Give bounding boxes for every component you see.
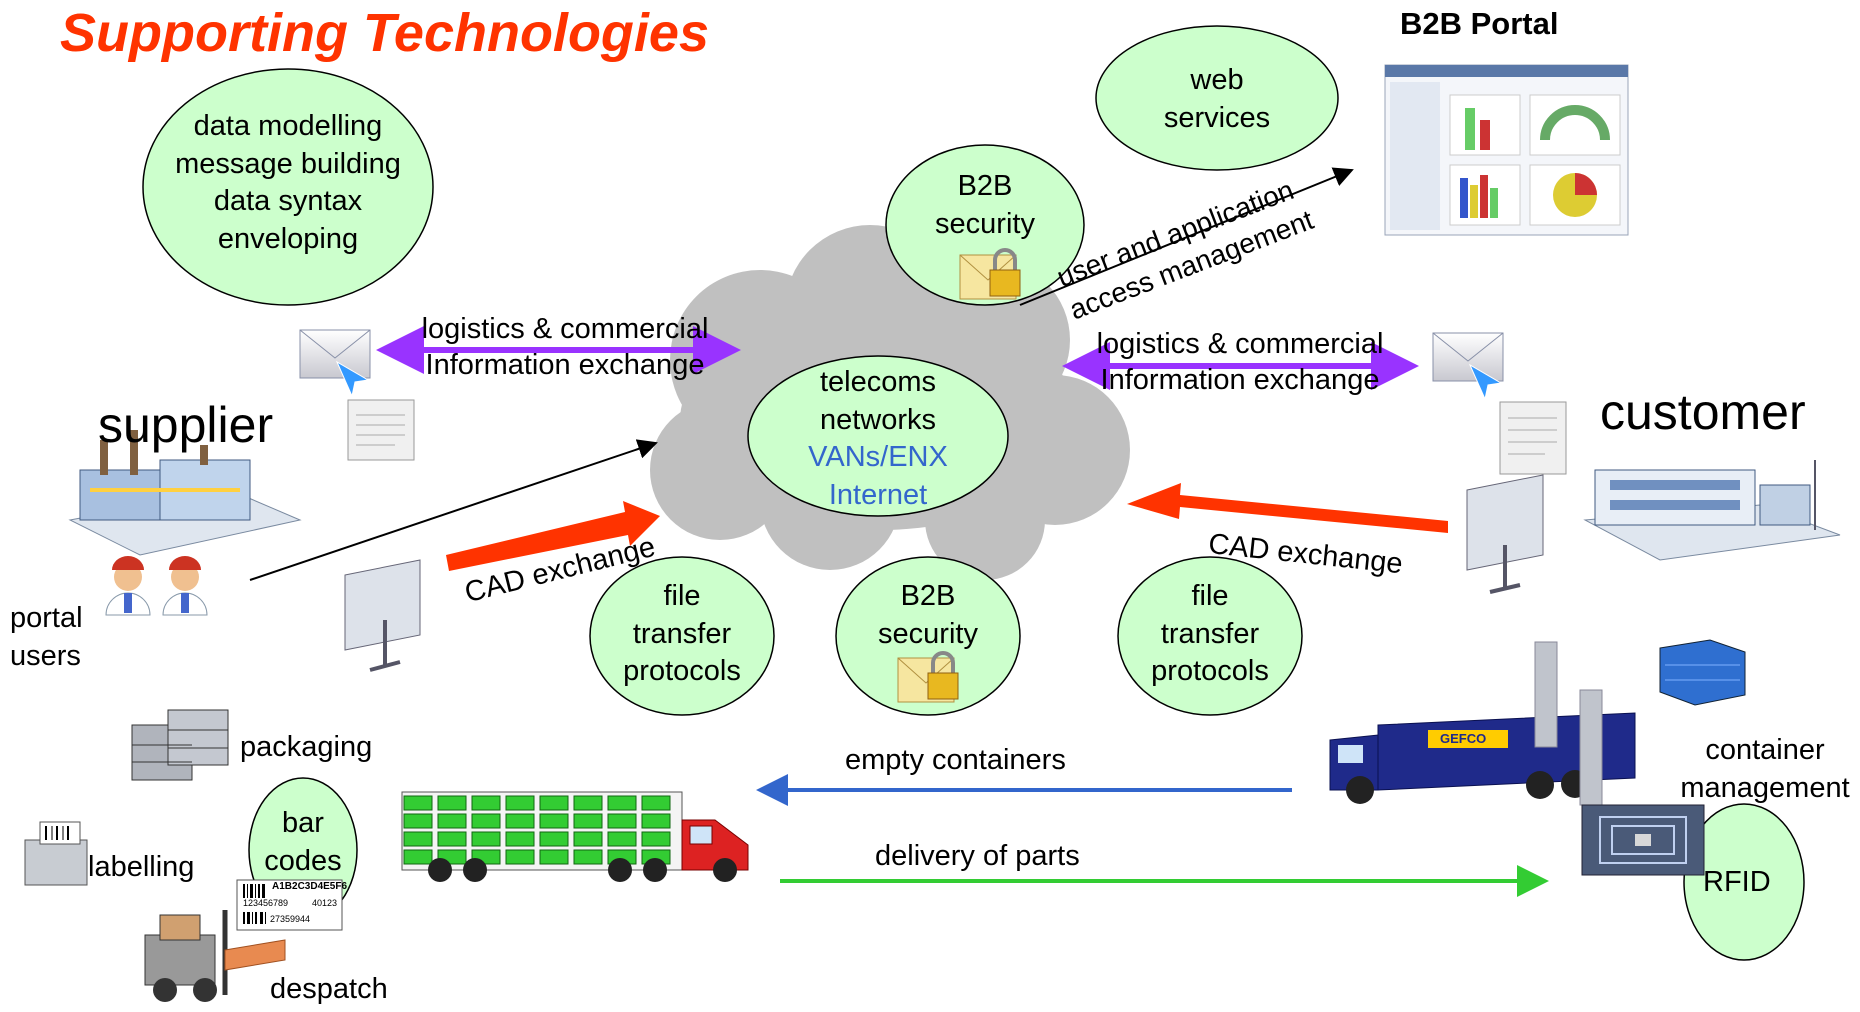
cad-right-arrow — [1127, 483, 1448, 533]
bubble-line: transfer — [1160, 617, 1260, 650]
telecoms-bubble — [747, 355, 1009, 517]
supplier-factory-icon — [68, 430, 302, 556]
barcode-number: 40123 — [312, 898, 338, 908]
portal-screenshot — [1384, 64, 1629, 236]
portal-users-label: portal users — [10, 600, 83, 675]
forklift-icon — [144, 910, 286, 1002]
bubble-line: security — [935, 207, 1035, 240]
bubble-line: transfer — [632, 617, 732, 650]
customer-factory-icon — [1583, 460, 1841, 561]
barcode-number: 27359944 — [270, 914, 311, 924]
bubble-line: protocols — [623, 655, 741, 688]
logistics-right-label: logistics & commercial Information excha… — [1055, 326, 1425, 399]
truck-brand-label: GEFCO — [1440, 731, 1487, 746]
empty-containers-label: empty containers — [845, 744, 1066, 776]
cad-left-arrow — [446, 501, 660, 571]
antenna-dish-icon — [1466, 474, 1544, 594]
telecoms-text: telecoms networks VANs/ENX Internet — [778, 364, 978, 515]
file-transfer-right-text: file transfer protocols — [1140, 578, 1280, 691]
portal-users-icon — [105, 556, 208, 616]
portal-header: B2B Portal — [1400, 6, 1559, 41]
bubble-line: file — [663, 580, 701, 612]
gefco-truck-icon — [1329, 712, 1636, 804]
bubble-line: codes — [264, 844, 342, 877]
barcode-label-icon — [236, 879, 343, 931]
data-modelling-text: data modelling message building data syn… — [160, 108, 416, 259]
bubble-line: data modelling — [193, 110, 383, 142]
container-pillar — [1579, 689, 1603, 806]
rfid-bubble — [1683, 803, 1805, 961]
file-transfer-left-bubble — [589, 556, 775, 716]
container-crate-icon — [1659, 639, 1746, 706]
rfid-tag-icon — [1581, 804, 1705, 876]
bubble-line: B2B — [957, 170, 1013, 202]
bubble-line: telecoms — [819, 366, 937, 398]
envelope-icon — [299, 329, 371, 398]
access-management-arrow — [1019, 167, 1354, 306]
web-services-bubble — [1095, 25, 1339, 171]
b2b-security-mid-bubble — [835, 556, 1021, 716]
bubble-line: message building — [175, 147, 401, 180]
bubble-line: bar — [282, 807, 324, 839]
label-line: container — [1705, 734, 1825, 766]
bubble-line: security — [878, 617, 978, 650]
bubble-line: protocols — [1151, 655, 1269, 688]
data-modelling-bubble — [142, 68, 434, 306]
label-line: management — [1680, 771, 1850, 804]
container-management-label: container management — [1665, 732, 1860, 807]
logistics-left-label: logistics & commercial Information excha… — [380, 311, 750, 384]
b2b-security-top-bubble — [885, 144, 1085, 306]
label-line: Information exchange — [425, 349, 705, 382]
bubble-line: Internet — [828, 479, 928, 512]
delivery-of-parts-label: delivery of parts — [875, 840, 1080, 872]
web-services-text: web services — [1142, 62, 1292, 137]
labelling-label: labelling — [88, 851, 195, 883]
container-pillar — [1534, 641, 1558, 748]
bubble-line: file — [1191, 580, 1229, 612]
bubble-line: B2B — [900, 580, 956, 612]
label-printer-icon — [24, 821, 88, 886]
file-transfer-right-bubble — [1117, 556, 1303, 716]
page-title: Supporting Technologies — [60, 3, 709, 63]
bubble-line: enveloping — [217, 223, 359, 256]
envelope-icon — [1432, 332, 1504, 401]
lock-icon — [897, 651, 959, 703]
bubble-line: services — [1163, 101, 1271, 134]
document-icon — [1499, 401, 1567, 475]
label-line: logistics & commercial — [1096, 328, 1384, 360]
customer-label: customer — [1600, 384, 1806, 440]
packaging-label: packaging — [240, 731, 373, 763]
packaging-icon — [131, 709, 229, 781]
b2b-security-top-text: B2B security — [915, 168, 1055, 243]
bubble-line: data syntax — [213, 185, 363, 218]
supplier-label: supplier — [98, 397, 274, 453]
bubble-line: web — [1190, 64, 1244, 96]
label-line: logistics & commercial — [421, 313, 709, 345]
bubble-line: VANs/ENX — [808, 441, 948, 474]
rfid-text: RFID — [1703, 866, 1771, 898]
portal-users-arrow — [249, 439, 658, 581]
container-truck-icon — [401, 791, 749, 882]
file-transfer-left-text: file transfer protocols — [612, 578, 752, 691]
barcode-code: A1B2C3D4E5F6 — [272, 881, 348, 892]
label-line: Information exchange — [1100, 364, 1380, 397]
label-line: portal — [10, 602, 83, 634]
barcode-number: 123456789 — [243, 898, 289, 908]
antenna-dish-icon — [344, 559, 421, 672]
document-icon — [347, 399, 415, 461]
b2b-security-mid-text: B2B security — [858, 578, 998, 653]
label-line: users — [10, 639, 81, 672]
lock-icon — [959, 248, 1021, 300]
despatch-label: despatch — [270, 973, 388, 1005]
bubble-line: networks — [819, 403, 937, 436]
bar-codes-text: bar codes — [253, 805, 353, 880]
